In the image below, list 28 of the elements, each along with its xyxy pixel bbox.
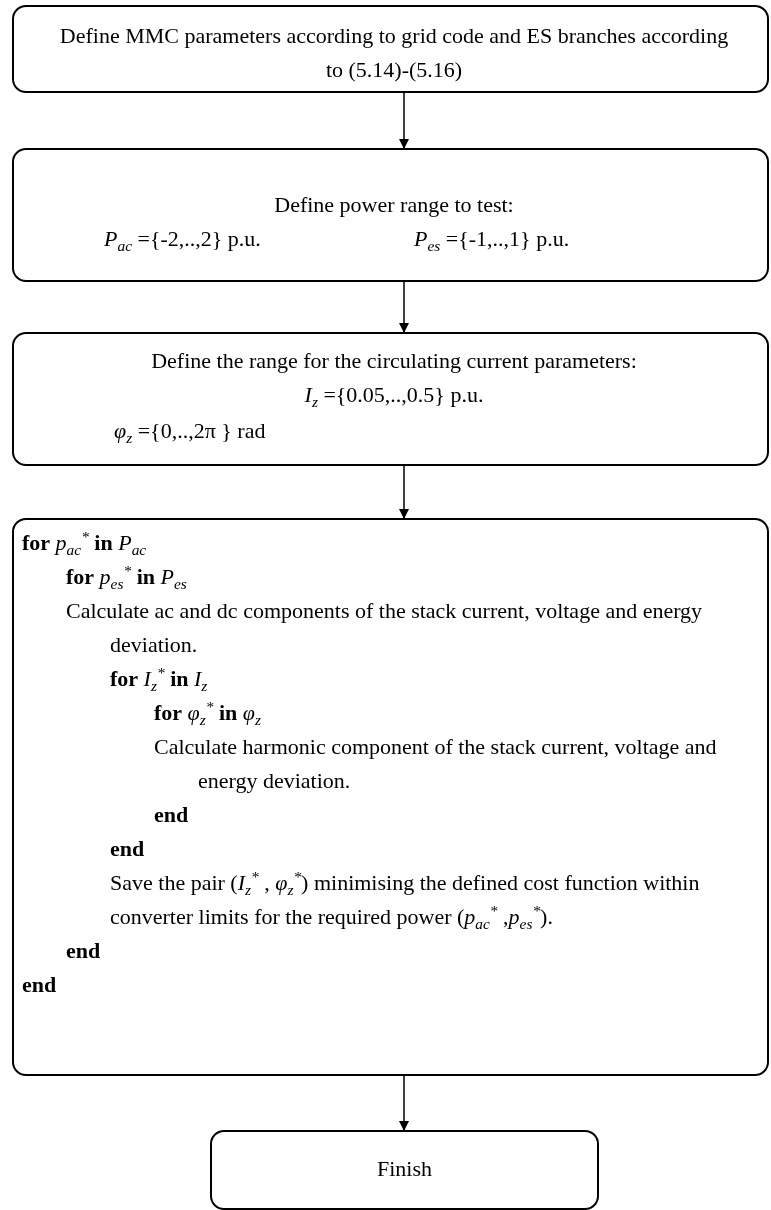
arrow <box>399 281 409 333</box>
arrow <box>399 465 409 519</box>
step-text: Finish <box>376 1155 433 1183</box>
arrow <box>399 1075 409 1131</box>
terminal-box <box>210 1130 599 1210</box>
pseudocode-line: for p$_{ac}$$^{*}$ in P$_{ac}$ <box>22 526 148 560</box>
arrow <box>399 92 409 149</box>
formula-text: P$_{es}$ ={-1,..,1} p.u. <box>414 225 571 256</box>
process-box <box>12 332 769 466</box>
formula-text: φ$_{z}$ ={0,..,2π } rad <box>114 417 267 448</box>
pseudocode-line: Calculate harmonic component of the stack current, voltage and energy deviation. <box>154 733 718 795</box>
pseudocode-keyword: end <box>66 937 102 965</box>
process-box <box>12 518 769 1076</box>
pseudocode-line: for p$_{es}$$^{*}$ in P$_{es}$ <box>66 560 188 594</box>
pseudocode-keyword: end <box>154 801 190 829</box>
process-box <box>12 148 769 282</box>
pseudocode-line: for φ$_{z}$$^{*}$ in φ$_{z}$ <box>154 696 262 730</box>
formula-text: I$_{z}$ ={0.05,..,0.5} p.u. <box>303 381 485 412</box>
formula-text: P$_{ac}$ ={-2,..,2} p.u. <box>104 225 262 256</box>
step-text: Define the range for the circulating current parameters: <box>150 347 638 375</box>
pseudocode-keyword: end <box>110 835 146 863</box>
pseudocode-line: Calculate ac and dc components of the stack current, voltage and energy deviation. <box>66 597 704 659</box>
pseudocode-keyword: end <box>22 971 58 999</box>
process-box <box>12 5 769 93</box>
pseudocode-line: for I$_{z}$$^{*}$ in I$_{z}$ <box>110 662 209 696</box>
step-text: Define power range to test: <box>273 191 515 219</box>
step-text: Define MMC parameters according to grid code and ES branches according to (5.14)-(5.16) <box>58 22 730 84</box>
pseudocode-line: Save the pair (I$_{z}$$^{*}$ , φ$_{z}$$^{*}$) minimising the defined cost function within converter limits for the required power (p$_{ac}$$^{*}$ ,p$_{es}$$^{*}$). <box>110 866 701 934</box>
